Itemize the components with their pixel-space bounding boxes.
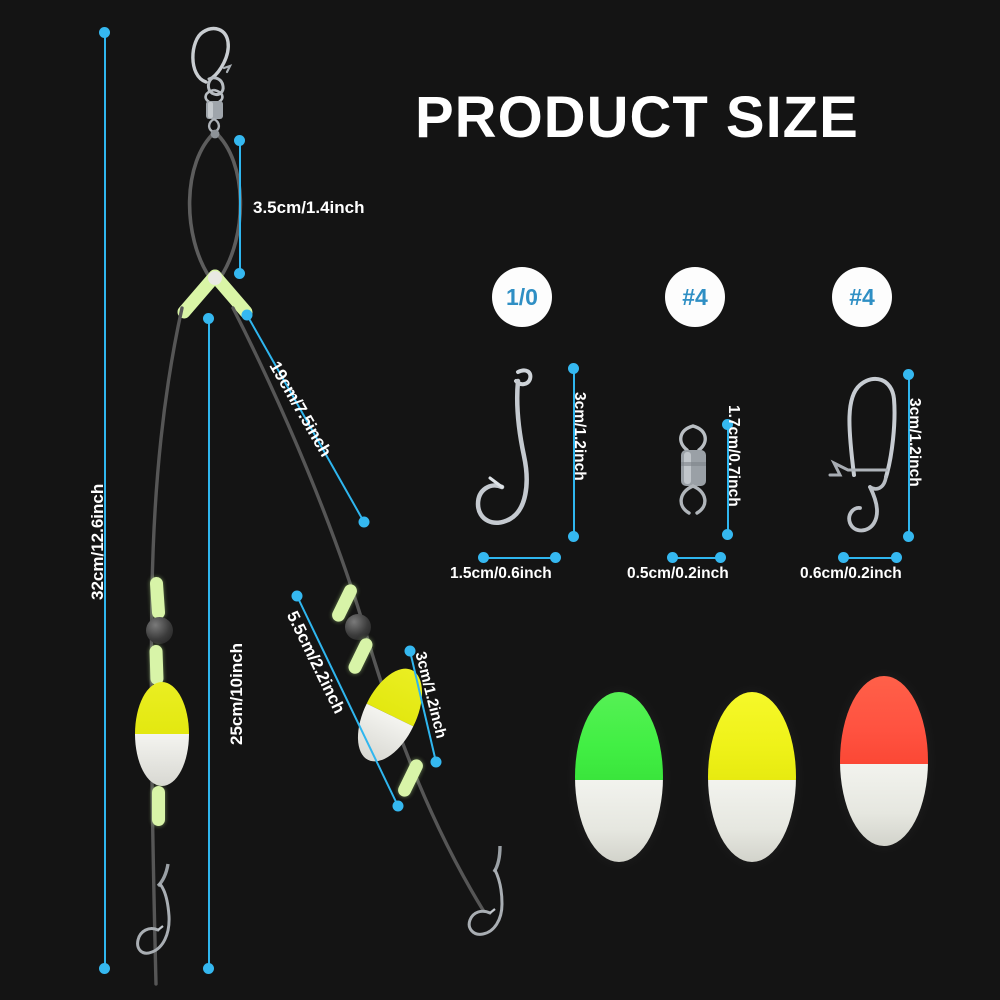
float-top-half — [135, 682, 189, 734]
glow-bead — [152, 786, 165, 826]
dim-endpoint-dot — [234, 135, 245, 146]
mono-loop-icon — [187, 129, 243, 280]
total-length-dimline — [104, 32, 106, 970]
loop-length-label: 3.5cm/1.4inch — [253, 198, 365, 217]
main-dropper-label: 25cm/10inch — [227, 642, 246, 745]
dim-endpoint-dot — [903, 531, 914, 542]
total-length-label: 32cm/12.6inch — [88, 483, 107, 600]
black-bead — [146, 617, 173, 644]
snap-height-label: 3cm/1.2inch — [906, 398, 923, 487]
hook-height-label: 3cm/1.2inch — [571, 392, 588, 481]
dim-endpoint-dot — [203, 963, 214, 974]
main-dropper-dimline — [208, 318, 210, 970]
float-top-half — [840, 676, 928, 765]
popup-float — [135, 682, 189, 786]
float-bottom-half — [840, 764, 928, 846]
glow-bead — [149, 644, 164, 686]
hook-height-dimline — [573, 368, 575, 536]
yellow-white-float — [708, 692, 796, 862]
dim-endpoint-dot — [667, 552, 678, 563]
snap-width-label: 0.6cm/0.2inch — [800, 565, 902, 582]
hook-size-badge: 1/0 — [492, 267, 552, 327]
loop-length-dimline — [239, 140, 241, 273]
snap-size-badge: #4 — [832, 267, 892, 327]
swivel-size-badge: #4 — [665, 267, 725, 327]
red-white-float — [840, 676, 928, 846]
dim-endpoint-dot — [234, 268, 245, 279]
glow-y-connector — [177, 269, 253, 319]
hook-width-dimline — [483, 557, 555, 559]
page-title: PRODUCT SIZE — [415, 85, 859, 150]
black-bead — [345, 614, 371, 640]
snap-width-dimline — [843, 557, 897, 559]
hook-illustration — [475, 368, 533, 525]
snap-size-badge-label: #4 — [849, 283, 875, 310]
float-bottom-half — [708, 780, 796, 862]
dim-endpoint-dot — [568, 531, 579, 542]
swivel-height-dimline — [727, 424, 729, 534]
dim-endpoint-dot — [99, 963, 110, 974]
green-white-float — [575, 692, 663, 862]
float-bottom-half — [575, 780, 663, 862]
baited-hook-icon — [136, 863, 171, 955]
swivel-height-label: 1.7cm/0.7inch — [725, 405, 742, 507]
swivel-size-badge-label: #4 — [682, 283, 708, 310]
swivel-illustration — [679, 424, 707, 515]
dim-endpoint-dot — [903, 369, 914, 380]
dim-endpoint-dot — [568, 363, 579, 374]
dim-endpoint-dot — [715, 552, 726, 563]
baited-hook-icon — [467, 845, 504, 936]
dim-endpoint-dot — [722, 419, 733, 430]
snap-height-dimline — [908, 374, 910, 536]
float-top-half — [575, 692, 663, 781]
swivel-width-label: 0.5cm/0.2inch — [627, 565, 729, 582]
dim-endpoint-dot — [838, 552, 849, 563]
dim-endpoint-dot — [478, 552, 489, 563]
float-top-half — [708, 692, 796, 781]
float-bottom-half — [135, 734, 189, 786]
hook-width-label: 1.5cm/0.6inch — [450, 565, 552, 582]
dim-endpoint-dot — [99, 27, 110, 38]
dim-endpoint-dot — [722, 529, 733, 540]
swivel-width-dimline — [672, 557, 720, 559]
dim-endpoint-dot — [550, 552, 561, 563]
hook-size-badge-label: 1/0 — [506, 283, 538, 310]
dim-endpoint-dot — [203, 313, 214, 324]
snap-clip-illustration — [828, 376, 897, 533]
dim-endpoint-dot — [891, 552, 902, 563]
